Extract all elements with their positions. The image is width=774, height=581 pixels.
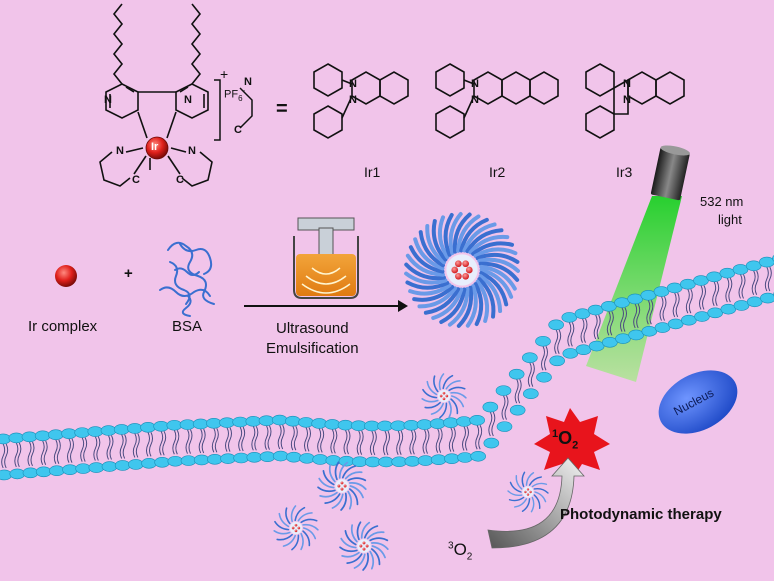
ir-complex-sphere [55,265,77,287]
conversion-arrow [487,457,585,549]
chelate-right [181,151,213,187]
small-nanoparticle [273,505,319,551]
step-label-line2: Emulsification [266,340,359,357]
bipy-n-left: N [104,94,112,106]
ir1-n-bottom: N [349,94,357,106]
small-nanoparticle [507,471,549,513]
light-word: light [718,212,742,227]
counterion-sup: - [242,86,246,95]
ir2-n-bottom: N [471,94,479,106]
complex-bracket [214,79,221,141]
singlet-oxygen-sup: 1 [552,428,559,440]
counterion-base: PF [224,88,239,101]
triplet-oxygen-label: 3O2 [448,540,472,562]
small-nanoparticle [317,461,367,511]
bsa-protein-icon [159,241,215,317]
bsa-nanoparticles-small [273,373,549,571]
chelate-n-left: N [116,145,124,157]
ir-complex-label: Ir complex [28,318,98,335]
cn-shorthand-bond [239,87,253,129]
singlet-oxygen-base: O [558,428,573,448]
ligand-ir1-structure [313,63,409,139]
nanoparticle-core [404,212,520,328]
chelate-c-left: C [132,174,140,186]
bsa-label: BSA [172,318,203,335]
equals-sign: = [276,98,288,120]
light-beam [586,196,682,382]
ligand-ir1-label: Ir1 [364,164,381,180]
singlet-oxygen-sub: 2 [572,439,579,452]
therapy-label: Photodynamic therapy [560,506,722,523]
triplet-oxygen-sup: 3 [448,540,454,552]
chelate-left [99,151,131,187]
counterion: PF6- [224,86,245,103]
lamp-icon [650,145,690,201]
shorthand-c: C [234,124,242,136]
step-label-line1: Ultrasound [276,320,349,337]
counterion-sub: 6 [238,93,243,103]
ir-atom-label: Ir [151,141,159,153]
ir3-n-bottom: N [623,94,631,106]
plus-sign: + [124,265,133,282]
ir2-n-top: N [471,78,479,90]
bsa-nanoparticle-large [404,212,520,328]
ir1-n-top: N [349,78,357,90]
ir-complex-structure [99,3,213,187]
nucleus [658,370,738,434]
triplet-oxygen-base: O [453,540,467,559]
ligand-ir2-label: Ir2 [489,164,506,180]
ligand-ir3-label: Ir3 [616,164,633,180]
chelate-c-right: C [176,174,184,186]
light-wavelength: 532 nm [700,194,744,209]
ligand-ir3-structure [585,63,685,139]
alkyl-chain-left [112,3,124,85]
complex-charge: + [220,66,229,82]
chelate-n-right: N [188,145,196,157]
ir-center-atom [145,136,169,160]
ir3-n-top: N [623,78,631,90]
alkyl-chain-right [190,3,202,85]
bipy-n-right: N [184,94,192,106]
ligand-ir2-structure [435,63,559,139]
small-nanoparticle [339,521,389,571]
singlet-oxygen-burst [534,408,610,480]
triplet-oxygen-sub: 2 [466,551,473,563]
small-nanoparticle [421,373,467,419]
singlet-oxygen-label: 1O2 [552,428,578,452]
ultrasound-beaker-icon [293,217,359,299]
cell-membrane [0,255,774,481]
shorthand-n: N [244,76,252,88]
